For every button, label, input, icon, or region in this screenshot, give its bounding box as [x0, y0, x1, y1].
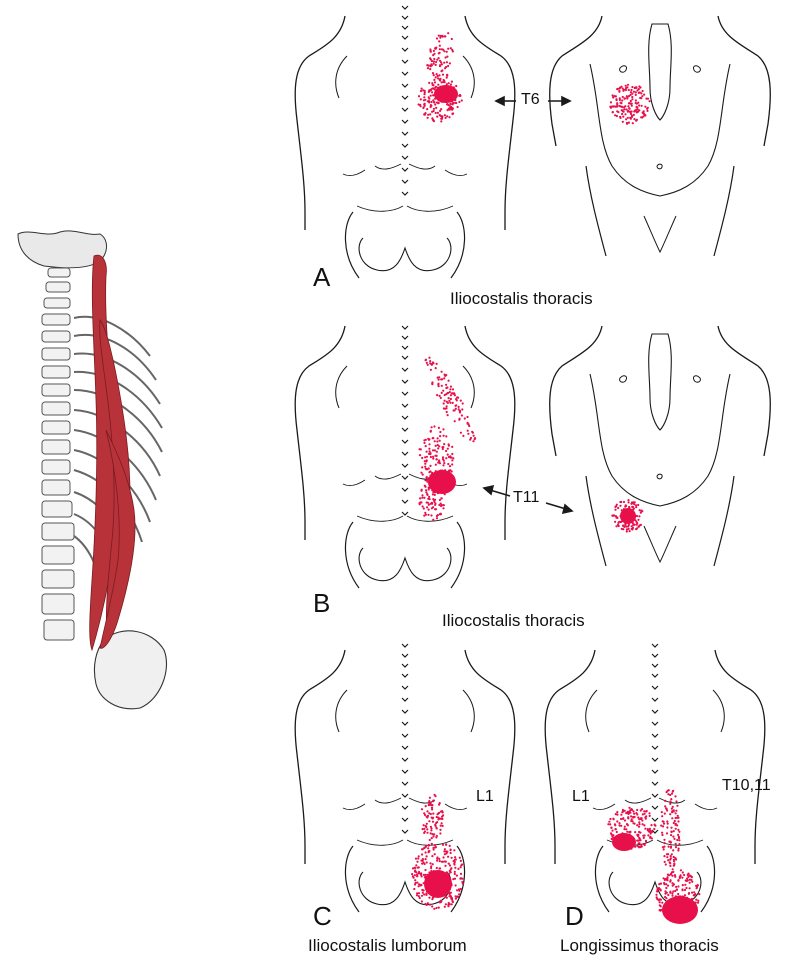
spine-muscle-illustration — [17, 230, 168, 710]
pain-dots-a-back-upper — [426, 32, 454, 90]
arrow-t11 — [482, 484, 574, 515]
panel-c-level-label: L1 — [476, 788, 494, 805]
pain-core-d-right — [662, 896, 698, 924]
panel-d-caption: Longissimus thoracis — [560, 936, 719, 955]
pain-dots-a-front — [609, 83, 651, 125]
referred-pain-patterns — [411, 32, 701, 924]
panel-c-back-figure — [294, 643, 516, 913]
pain-dots-b-back-lower — [418, 481, 446, 521]
panel-b-level-label: T11 — [513, 489, 540, 506]
pain-dots-d-left — [607, 806, 657, 850]
panel-d-level-label-right: T10,11 — [722, 777, 771, 794]
panel-b-front-figure — [549, 325, 771, 567]
panel-a-front-figure — [549, 15, 771, 257]
pain-dots-c-upper — [420, 793, 445, 842]
pain-core-c — [424, 870, 452, 898]
pain-dots-d-right-strip — [660, 789, 681, 876]
panel-a-back-figure — [294, 5, 516, 279]
pain-dots-b-back-upper — [424, 356, 477, 443]
panel-c-caption: Iliocostalis lumborum — [308, 936, 467, 955]
panel-a-level-label: T6 — [521, 91, 540, 108]
pain-dots-c-lower — [411, 842, 464, 910]
pain-core-b-front — [620, 508, 636, 524]
panel-b-letter: B — [313, 588, 331, 618]
panel-b-caption: Iliocostalis thoracis — [442, 611, 585, 630]
panel-a-caption: Iliocostalis thoracis — [450, 289, 593, 308]
pain-core-a-back — [434, 85, 458, 103]
panel-d-letter: D — [565, 901, 584, 931]
panel-c-letter: C — [313, 901, 332, 931]
panel-d-level-label-left: L1 — [572, 788, 590, 805]
pain-core-d-left — [612, 833, 636, 851]
panel-b-back-figure — [294, 325, 516, 589]
panel-a-letter: A — [313, 262, 331, 292]
arrow-t6 — [494, 95, 572, 107]
